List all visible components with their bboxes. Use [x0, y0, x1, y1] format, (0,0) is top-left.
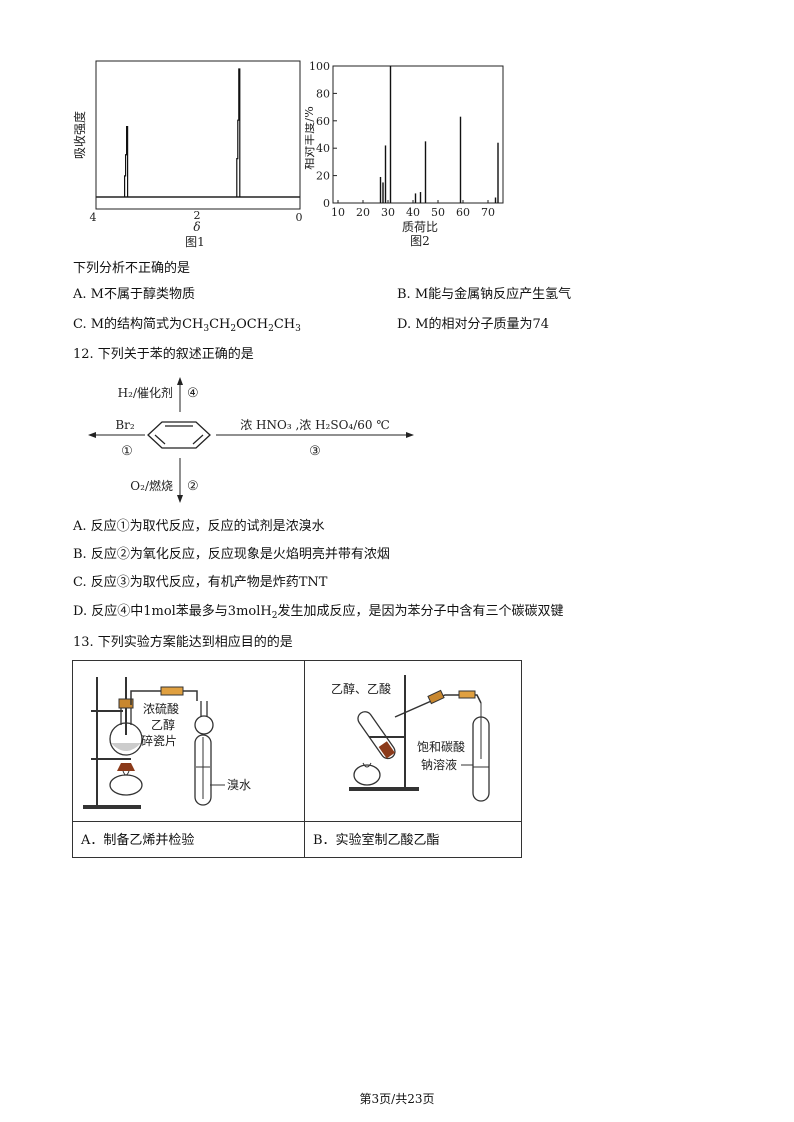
- nmr-peak: [124, 126, 129, 197]
- q11-option-c-prefix: C. M的结构简式为: [73, 317, 183, 332]
- label-bromine-water: 溴水: [227, 778, 251, 792]
- ms-xtick-label: 70: [481, 206, 495, 219]
- q12-option-b[interactable]: B. 反应②为氧化反应，反应现象是火焰明亮并带有浓烟: [73, 547, 390, 562]
- ms-ylabel: 相对丰度/%: [305, 106, 316, 169]
- reaction-1-label: Br₂: [115, 418, 135, 432]
- q12-option-d-post: 发生加成反应，是因为苯分子中含有三个碳碳双键: [277, 604, 564, 619]
- q12-option-a[interactable]: A. 反应①为取代反应，反应的试剂是浓溴水: [73, 519, 325, 534]
- benzene-ring-icon: [147, 421, 211, 449]
- page-footer: 第3页/共23页: [359, 1092, 435, 1106]
- q11-option-b[interactable]: B. M能与金属钠反应产生氢气: [397, 287, 572, 302]
- ms-axes: 0 20 40 60 80 100 10 20 30 40 50 60 70: [309, 60, 504, 219]
- q11-option-d[interactable]: D. M的相对分子质量为74: [397, 317, 550, 332]
- table-divider-vertical: [304, 661, 305, 857]
- ms-xtick-label: 40: [406, 206, 420, 219]
- q11-option-a[interactable]: A. M不属于醇类物质: [73, 287, 195, 302]
- nmr-ylabel: 吸收强度: [72, 111, 87, 159]
- ms-ytick-label: 60: [316, 115, 330, 128]
- nmr-caption: 图1: [185, 235, 205, 249]
- ms-ytick-label: 20: [316, 170, 330, 183]
- ms-xtick-label: 50: [431, 206, 445, 219]
- reaction-1-number: ①: [121, 444, 133, 459]
- reaction-4-label: H₂/催化剂: [118, 385, 173, 400]
- label-saturated-sodium-carbonate-2: 钠溶液: [421, 757, 457, 772]
- ms-xtick-label: 10: [331, 206, 345, 219]
- table-divider-horizontal: [73, 821, 521, 822]
- nmr-spectrum-figure: 吸收强度 4 2 0 δ 图1: [72, 60, 303, 249]
- reaction-3-number: ③: [309, 444, 321, 459]
- ms-ytick-label: 40: [316, 142, 330, 155]
- ms-xtick-label: 60: [456, 206, 470, 219]
- mass-spectrum-figure: 0 20 40 60 80 100 10 20 30 40 50 60 70 相对丰度/% 质荷比 图2: [305, 60, 504, 248]
- q13-table: 浓硫酸 乙醇 碎瓷片 溴水 乙醇、乙酸 饱和碳酸 钠溶液 A．制备乙烯并检验 B…: [72, 660, 522, 858]
- ms-xlabel: 质荷比: [402, 220, 438, 234]
- nmr-peaks: [124, 68, 241, 197]
- ms-caption: 图2: [410, 234, 430, 248]
- label-conc-sulfuric-acid: 浓硫酸: [143, 701, 179, 716]
- option-b-caption[interactable]: B．实验室制乙酸乙酯: [313, 833, 440, 848]
- q12-option-d-pre: D. 反应④中1mol苯最多与3mol: [73, 604, 261, 619]
- q11-stem: 下列分析不正确的是: [73, 261, 191, 276]
- ms-plot-frame: [332, 65, 504, 204]
- nmr-xlabel: δ: [193, 220, 200, 234]
- q12-option-c[interactable]: C. 反应③为取代反应，有机产物是炸药TNT: [73, 575, 328, 590]
- label-saturated-sodium-carbonate-1: 饱和碳酸: [417, 739, 465, 754]
- ms-xtick-label: 30: [381, 206, 395, 219]
- ms-bars: [379, 66, 499, 203]
- apparatus-a-ethylene: 浓硫酸 乙醇 碎瓷片 溴水: [83, 677, 251, 809]
- option-a-caption[interactable]: A．制备乙烯并检验: [81, 833, 195, 848]
- q12-stem: 12. 下列关于苯的叙述正确的是: [73, 347, 254, 362]
- apparatus-b-ethyl-acetate: 乙醇、乙酸 饱和碳酸 钠溶液: [331, 675, 490, 802]
- ms-ytick-label: 100: [309, 60, 330, 73]
- q13-stem: 13. 下列实验方案能达到相应目的的是: [73, 635, 293, 650]
- nmr-xtick: 2: [194, 209, 201, 222]
- label-porcelain-chips: 碎瓷片: [141, 733, 177, 748]
- q11-option-c[interactable]: C. M的结构简式为CH3CH2OCH2CH3: [73, 317, 301, 334]
- nmr-peak: [236, 68, 241, 197]
- reaction-2-label: O₂/燃烧: [130, 478, 173, 493]
- nmr-plot-frame: [95, 60, 301, 210]
- reaction-4-number: ④: [187, 386, 199, 401]
- reaction-2-number: ②: [187, 479, 199, 494]
- reaction-3-label: 浓 HNO₃ ,浓 H₂SO₄/60 ℃: [240, 418, 390, 432]
- q12-option-d[interactable]: D. 反应④中1mol苯最多与3molH2发生加成反应，是因为苯分子中含有三个碳…: [73, 604, 564, 621]
- benzene-reaction-diagram: H₂/催化剂 ④ Br₂ ① 浓 HNO₃ ,浓 H₂SO₄/60 ℃ ③ O₂…: [88, 377, 414, 503]
- ms-ytick-label: 80: [316, 87, 330, 100]
- ms-ytick-label: 0: [323, 197, 330, 210]
- nmr-xtick: 0: [296, 211, 303, 224]
- label-ethanol: 乙醇: [151, 717, 175, 732]
- nmr-xtick: 4: [90, 211, 97, 224]
- ms-xtick-label: 20: [356, 206, 370, 219]
- label-ethanol-acetic-acid: 乙醇、乙酸: [331, 681, 391, 696]
